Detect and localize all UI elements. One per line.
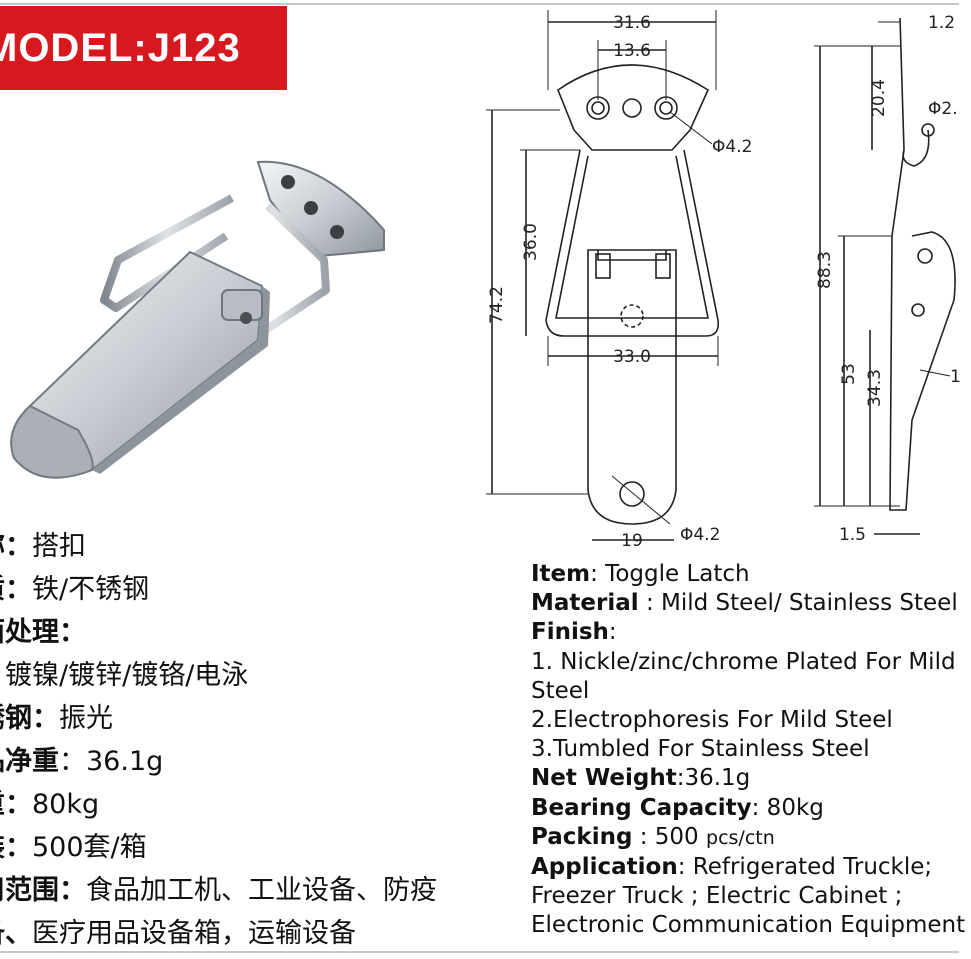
product-photo <box>10 160 385 479</box>
dim-side-height: 88.3 <box>815 251 835 289</box>
en-spec-list: Item: Toggle Latch Material : Mild Steel… <box>531 560 971 941</box>
dim-hook-dia: Φ2. <box>928 99 958 119</box>
dim-side-right: 1 <box>950 367 961 387</box>
dim-hook-height: 20.4 <box>869 79 889 117</box>
en-spec-row: Bearing Capacity: 80kg <box>531 794 824 821</box>
dim-overall-height: 74.2 <box>487 286 507 324</box>
cn-spec-row: 用范围：食品加工机、工业设备、防疫 <box>0 875 437 906</box>
en-spec-row: Steel <box>531 677 590 704</box>
cn-spec-row: 重：80kg <box>0 789 100 820</box>
en-spec-row: Net Weight:36.1g <box>531 765 751 792</box>
cn-spec-row: 备、医疗用品设备箱，运输设备 <box>0 918 356 949</box>
dim-hole-dia-top: Φ4.2 <box>712 137 752 157</box>
top-divider <box>0 3 959 5</box>
model-banner: MODEL:J123 <box>0 6 287 90</box>
en-spec-row: Packing : 500 pcs/ctn <box>531 823 775 850</box>
en-spec-row: 2.Electrophoresis For Mild Steel <box>531 707 893 734</box>
technical-drawing: 31.6 13.6 Φ4.2 Φ4.2 74.2 36.0 <box>486 10 961 551</box>
bottom-divider <box>0 951 959 953</box>
en-spec-row: Item: Toggle Latch <box>531 561 750 587</box>
cn-spec-row: 装：500套/箱 <box>0 832 147 863</box>
en-spec-row: Application: Refrigerated Truckle; <box>531 854 933 881</box>
dim-bottom-thickness: 1.5 <box>839 525 866 545</box>
en-spec-row: Material : Mild Steel/ Stainless Steel <box>531 590 958 617</box>
dim-bottom-width: 19 <box>621 531 643 551</box>
en-spec-row: Electronic Communication Equipment <box>531 912 966 939</box>
cn-spec-row: 品净重：36.1g <box>0 746 164 777</box>
cn-spec-row: 锈钢：振光 <box>0 703 113 734</box>
dim-loop-height: 36.0 <box>521 223 541 261</box>
cn-spec-list: 称：搭扣 质：铁/不锈钢 面处理： ：镀镍/镀锌/镀铬/电泳 锈钢：振光 品净重… <box>0 525 518 955</box>
dim-side-lower: 53 <box>839 363 859 385</box>
dim-hole-dia-bottom: Φ4.2 <box>680 525 720 545</box>
cn-spec-row: 称：搭扣 <box>0 531 86 562</box>
dim-thickness: 1.2 <box>928 13 955 33</box>
cn-spec-row: ：镀镍/镀锌/镀铬/电泳 <box>0 660 249 691</box>
cn-spec-row: 质：铁/不锈钢 <box>0 574 150 605</box>
en-spec-row: 3.Tumbled For Stainless Steel <box>531 736 870 763</box>
dim-side-inner: 34.3 <box>865 369 885 407</box>
dim-top-width: 31.6 <box>613 13 651 33</box>
en-spec-row: Finish: <box>531 619 617 646</box>
dim-hole-spacing: 13.6 <box>613 41 651 61</box>
dim-loop-width: 33.0 <box>613 347 651 367</box>
en-spec-row: Freezer Truck ; Electric Cabinet ; <box>531 883 903 910</box>
cn-spec-row: 面处理： <box>0 617 86 648</box>
en-spec-row: 1. Nickle/zinc/chrome Plated For Mild <box>531 648 956 675</box>
